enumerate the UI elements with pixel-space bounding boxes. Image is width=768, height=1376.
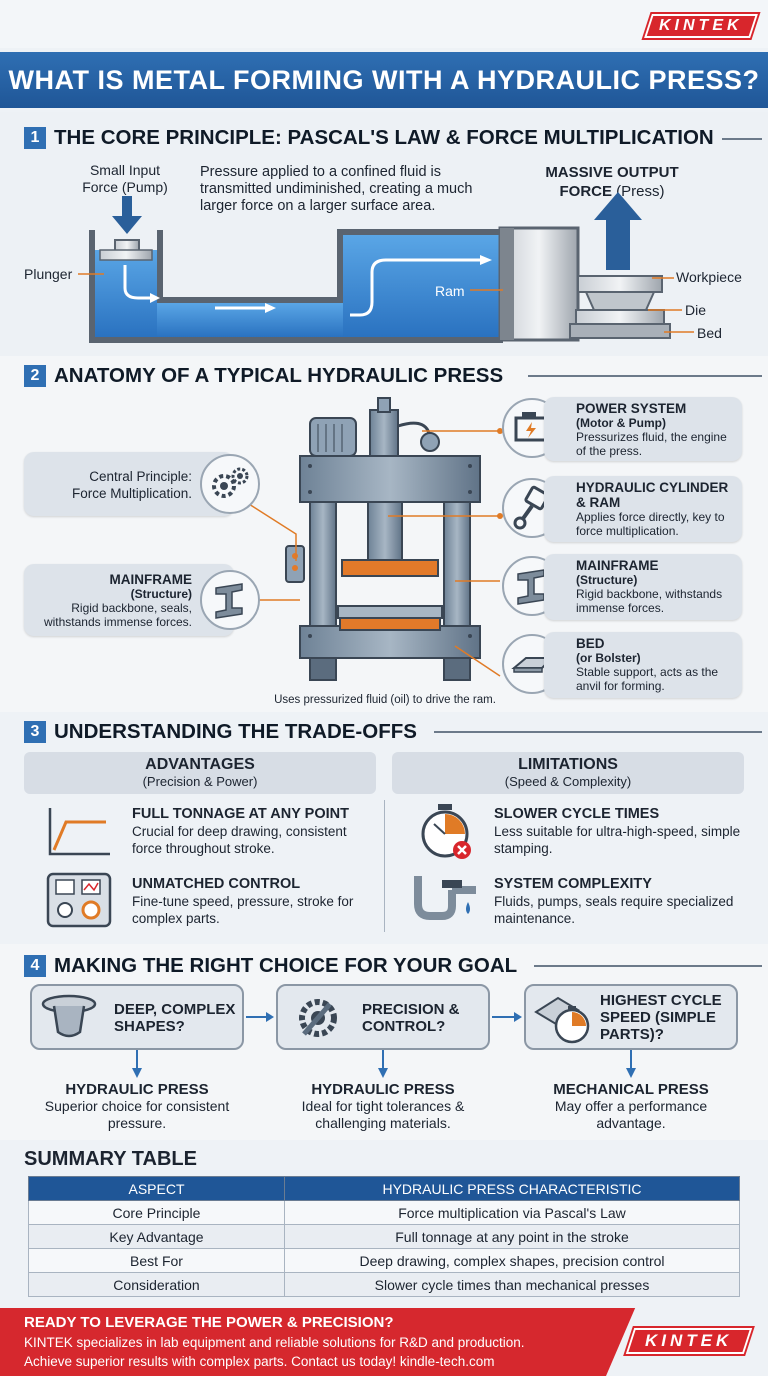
limitations-header: LIMITATIONS (Speed & Complexity) (392, 752, 744, 794)
section2-number: 2 (24, 365, 46, 387)
press-caption: Uses pressurized fluid (oil) to drive th… (274, 694, 496, 706)
footer-kintek-logo[interactable]: KINTEK (625, 1328, 753, 1354)
input-arrow-icon (112, 196, 142, 234)
system-complexity-item: SYSTEM COMPLEXITY Fluids, pumps, seals r… (494, 876, 734, 926)
control-panel-icon (46, 872, 112, 928)
section1-header: 1 THE CORE PRINCIPLE: PASCAL'S LAW & FOR… (24, 126, 714, 150)
page-title: WHAT IS METAL FORMING WITH A HYDRAULIC P… (0, 52, 768, 108)
pascal-description: Pressure applied to a confined fluid is … (200, 164, 473, 214)
motor-icon (309, 417, 357, 457)
footer-line1: KINTEK specializes in lab equipment and … (24, 1335, 525, 1350)
workpiece-label: Workpiece (676, 269, 742, 285)
tradeoff-divider (384, 800, 385, 932)
section4-header: 4 MAKING THE RIGHT CHOICE FOR YOUR GOAL (24, 954, 517, 978)
advantages-header: ADVANTAGES (Precision & Power) (24, 752, 376, 794)
ram-cylinder (498, 226, 580, 342)
section4-rule (534, 965, 762, 967)
summary-title: SUMMARY TABLE (24, 1148, 197, 1170)
section3-header: 3 UNDERSTANDING THE TRADE-OFFS (24, 720, 417, 744)
pascal-diagram (78, 192, 694, 343)
section2-header: 2 ANATOMY OF A TYPICAL HYDRAULIC PRESS (24, 364, 503, 388)
mainframe-left-card: MAINFRAME (Structure) Rigid backbone, se… (24, 564, 234, 636)
choice-deep-shapes: DEEP, COMPLEX SHAPES? (30, 984, 244, 1050)
section1-title: THE CORE PRINCIPLE: PASCAL'S LAW & FORCE… (54, 126, 714, 149)
footer-line2[interactable]: Achieve superior results with complex pa… (24, 1354, 495, 1369)
section1-number: 1 (24, 127, 46, 149)
gear-wrench-icon (299, 999, 337, 1037)
summary-header-aspect: ASPECT (28, 1176, 285, 1201)
speed-stopwatch-icon (534, 996, 590, 1044)
full-tonnage-item: FULL TONNAGE AT ANY POINT Crucial for de… (132, 806, 349, 856)
summary-header-characteristic: HYDRAULIC PRESS CHARACTERISTIC (284, 1176, 740, 1201)
footer-headline: READY TO LEVERAGE THE POWER & PRECISION? (24, 1314, 394, 1331)
unmatched-control-item: UNMATCHED CONTROL Fine-tune speed, press… (132, 876, 354, 926)
pipes-icon (414, 876, 476, 920)
stopwatch-icon (421, 804, 471, 859)
die-label: Die (685, 302, 707, 318)
section2-rule (528, 375, 762, 377)
plunger-label: Plunger (24, 266, 73, 282)
kintek-logo[interactable]: KINTEK (644, 14, 758, 38)
section1-rule (722, 138, 762, 140)
section3-rule (434, 731, 762, 733)
power-system-card: POWER SYSTEM (Motor & Pump) Pressurizes … (544, 397, 742, 461)
section4-number: 4 (24, 955, 46, 977)
gears-icon (200, 454, 260, 514)
top-bar (0, 0, 768, 48)
fluid-vessel (89, 229, 503, 343)
tonnage-graph-icon (48, 808, 110, 856)
die-assembly (569, 275, 671, 339)
result-cycle-speed: MECHANICAL PRESS May offer a performance… (553, 1081, 709, 1131)
mainframe-right-card: MAINFRAME (Structure) Rigid backbone, wi… (544, 554, 742, 620)
bed-card: BED (or Bolster) Stable support, acts as… (544, 632, 742, 698)
result-deep-shapes: HYDRAULIC PRESS Superior choice for cons… (44, 1081, 230, 1131)
bed-label: Bed (697, 325, 722, 341)
result-precision: HYDRAULIC PRESS Ideal for tight toleranc… (301, 1081, 465, 1131)
central-principle-card: Central Principle: Force Multiplication. (24, 452, 234, 516)
choice-flow-arrows (132, 1012, 636, 1078)
deep-cup-icon (41, 994, 97, 1038)
i-beam-icon (200, 570, 260, 630)
section2-title: ANATOMY OF A TYPICAL HYDRAULIC PRESS (54, 364, 504, 387)
press-leader-lines (229, 428, 503, 677)
section3-number: 3 (24, 721, 46, 743)
output-arrow-icon (594, 192, 642, 270)
hydraulic-press-illustration (285, 397, 481, 681)
choice-precision: PRECISION & CONTROL? (276, 984, 490, 1050)
section3-title: UNDERSTANDING THE TRADE-OFFS (54, 720, 417, 743)
ram-label: Ram (435, 283, 465, 299)
hydraulic-cylinder-card: HYDRAULIC CYLINDER & RAM Applies force d… (544, 476, 742, 542)
input-force-label: Small Input Force (Pump) (82, 162, 168, 195)
summary-table: ASPECT HYDRAULIC PRESS CHARACTERISTIC Co… (28, 1176, 740, 1297)
section4-title: MAKING THE RIGHT CHOICE FOR YOUR GOAL (54, 954, 518, 977)
choice-cycle-speed: HIGHEST CYCLE SPEED (SIMPLE PARTS)? (524, 984, 738, 1050)
slower-cycle-item: SLOWER CYCLE TIMES Less suitable for ult… (494, 806, 741, 856)
output-force-label: MASSIVE OUTPUT FORCE (Press) (545, 164, 679, 200)
